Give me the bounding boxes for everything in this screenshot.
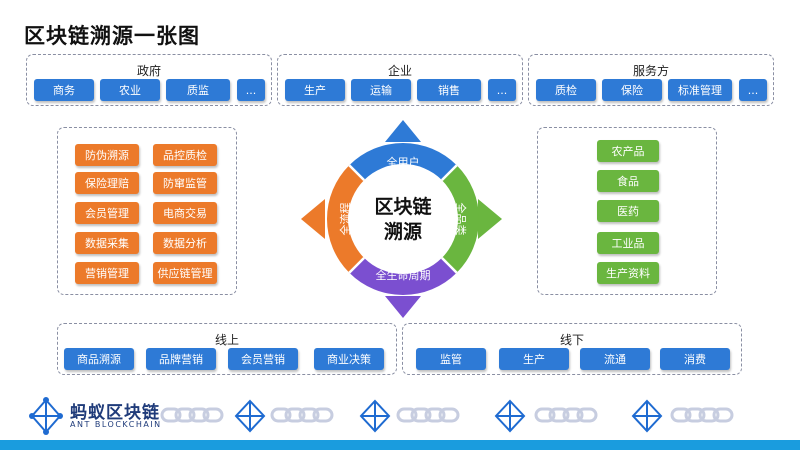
chain-link-icon [576,407,598,423]
online-product-tracing[interactable]: 商品溯源 [64,348,134,370]
group-online: 线上 商品溯源 品牌营销 会员营销 商业决策 [57,323,397,375]
offline-circulation[interactable]: 流通 [580,348,650,370]
item-more-service[interactable]: ... [739,79,767,101]
segment-label-right: 全品类 [454,203,468,236]
item-more-enterprise[interactable]: ... [488,79,516,101]
group-product-categories: 农产品 食品 医药 工业品 生产资料 [537,127,717,295]
online-member-marketing[interactable]: 会员营销 [228,348,298,370]
segment-label-left: 全流程 [338,203,352,236]
category-agricultural-products[interactable]: 农产品 [597,140,659,162]
center-circle [349,165,457,273]
online-business-decisions[interactable]: 商业决策 [314,348,384,370]
chain-link-icon [298,407,320,423]
online-brand-marketing[interactable]: 品牌营销 [146,348,216,370]
block-node-icon [234,399,266,433]
chain-link-icon [424,407,446,423]
center-label-line1: 区块链 [374,195,431,218]
item-transport[interactable]: 运输 [351,79,411,101]
logo-name: 蚂蚁区块链 [70,403,160,423]
chain-link-icon [712,407,734,423]
group-label-offline: 线下 [559,333,584,347]
item-commerce[interactable]: 商务 [34,79,94,101]
group-offline: 线下 监管 生产 流通 消费 [402,323,742,375]
ring-segment-right [441,165,479,273]
item-insurance[interactable]: 保险 [602,79,662,101]
func-data-analysis[interactable]: 数据分析 [153,232,217,254]
offline-consumption[interactable]: 消费 [660,348,730,370]
func-quality-control[interactable]: 品控质检 [153,144,217,166]
chain-decoration [160,399,734,433]
category-industrial-products[interactable]: 工业品 [597,232,659,254]
func-member-management[interactable]: 会员管理 [75,202,139,224]
group-service-provider: 服务方 质检 保险 标准管理 ... [528,54,774,106]
func-data-collection[interactable]: 数据采集 [75,232,139,254]
chain-link-icon [270,407,292,423]
chain-link-icon [438,407,460,423]
chain-link-icon [548,407,570,423]
item-inspection[interactable]: 质检 [536,79,596,101]
block-node-icon [631,399,663,433]
group-functions: 防伪溯源 品控质检 保险理赔 防窜监管 会员管理 电商交易 数据采集 数据分析 … [57,127,237,295]
chain-link-icon [698,407,720,423]
item-standards-management[interactable]: 标准管理 [668,79,732,101]
group-government: 政府 商务 农业 质监 ... [26,54,272,106]
logo-subtitle: ANT BLOCKCHAIN [70,420,162,429]
arrow-right-icon [478,199,502,239]
block-node-icon [494,399,526,433]
func-ecommerce[interactable]: 电商交易 [153,202,217,224]
chain-link-icon [202,407,224,423]
chain-link-icon [410,407,432,423]
category-medicine[interactable]: 医药 [597,200,659,222]
offline-supervision[interactable]: 监管 [416,348,486,370]
chain-link-icon [188,407,210,423]
segment-label-bottom: 全生命周期 [376,268,431,282]
chain-link-icon [396,407,418,423]
chain-link-icon [174,407,196,423]
ring-segment-left [327,165,365,273]
func-insurance-claims[interactable]: 保险理赔 [75,172,139,194]
segment-label-top: 全用户 [387,155,420,169]
chain-link-icon [562,407,584,423]
func-anti-diversion[interactable]: 防窜监管 [153,172,217,194]
group-label-service-provider: 服务方 [632,64,669,78]
chain-link-icon [684,407,706,423]
item-quality-supervision[interactable]: 质监 [166,79,230,101]
item-more-government[interactable]: ... [237,79,265,101]
block-node-icon [359,399,391,433]
func-anti-counterfeit[interactable]: 防伪溯源 [75,144,139,166]
category-production-materials[interactable]: 生产资料 [597,262,659,284]
group-label-government: 政府 [136,64,161,78]
func-marketing-management[interactable]: 营销管理 [75,262,139,284]
item-agriculture[interactable]: 农业 [100,79,160,101]
page-title: 区块链溯源一张图 [24,24,200,48]
group-enterprise: 企业 生产 运输 销售 ... [277,54,523,106]
offline-production[interactable]: 生产 [499,348,569,370]
group-label-enterprise: 企业 [387,64,412,78]
arrow-up-icon [385,120,421,142]
arrow-left-icon [301,199,325,239]
chain-link-icon [160,407,182,423]
ring-segment-bottom [349,257,457,295]
center-label-line2: 溯源 [384,220,422,243]
chain-link-icon [534,407,556,423]
footer-bar [0,440,800,450]
item-production[interactable]: 生产 [285,79,345,101]
category-food[interactable]: 食品 [597,170,659,192]
group-label-online: 线上 [214,333,239,347]
ant-blockchain-logo-icon [29,397,63,435]
chain-link-icon [284,407,306,423]
chain-link-icon [670,407,692,423]
chain-link-icon [312,407,334,423]
func-supply-chain[interactable]: 供应链管理 [153,262,217,284]
ring-segment-top [349,143,457,181]
arrow-down-icon [385,296,421,318]
item-sales[interactable]: 销售 [417,79,481,101]
